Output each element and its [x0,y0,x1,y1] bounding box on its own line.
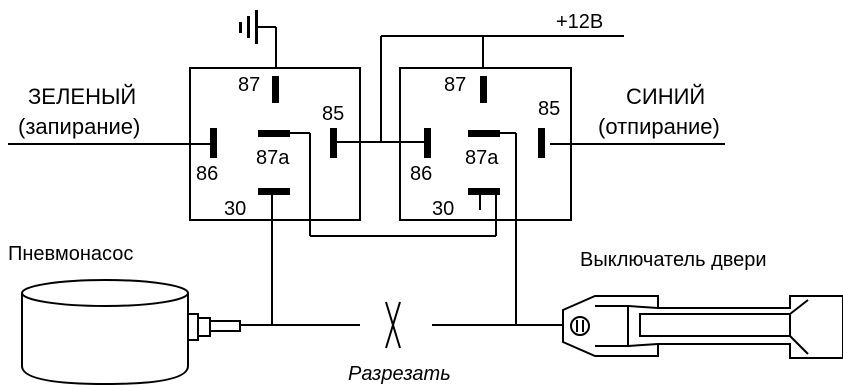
relay-left-pin-87a [258,130,290,137]
cut-label: Разрезать [348,363,451,385]
relay-right-label-86: 86 [410,163,432,185]
relay-right-pin-86 [424,128,431,158]
relay-right-pin-30 [468,188,500,195]
relay-right-pin-87a [468,130,500,137]
relay-right-pins [424,76,545,195]
relay-left-pin-85 [330,128,337,158]
relay-left-label-85: 85 [322,103,344,125]
relay-right-label-30: 30 [432,198,454,220]
relay-left-label-86: 86 [196,163,218,185]
relay-left-label-87a: 87a [256,147,290,169]
relay-right-label-87: 87 [444,74,466,96]
green-wire-label: ЗЕЛЕНЫЙ [28,84,136,109]
power-wires [336,35,624,143]
relay-right-label-87a: 87a [465,147,499,169]
output-wires [240,194,563,326]
green-wire-sublabel: (запирание) [18,114,140,139]
pump-icon [21,279,241,385]
door-switch-icon [562,295,843,359]
relay-right-label-85: 85 [538,98,560,120]
relay-right-pin-87 [480,76,487,103]
blue-wire-sublabel: (отпирание) [598,114,720,139]
relay-left-label-30: 30 [224,198,246,220]
cross-wire-87a [290,132,517,325]
cut-mark-icon [385,301,401,349]
blue-wire-label: СИНИЙ [626,84,705,109]
relay-left-pin-30 [258,188,290,195]
ground-icon [239,10,277,68]
relay-right-pin-85 [538,128,545,158]
relay-left-pins [210,76,337,195]
relay-left-label-87: 87 [238,74,260,96]
pump-label: Пневмонасос [8,243,133,265]
relay-left-pin-87 [272,76,279,103]
power-label: +12В [556,11,603,33]
door-switch-label: Выключатель двери [580,249,767,271]
relay-left-pin-86 [210,128,217,158]
